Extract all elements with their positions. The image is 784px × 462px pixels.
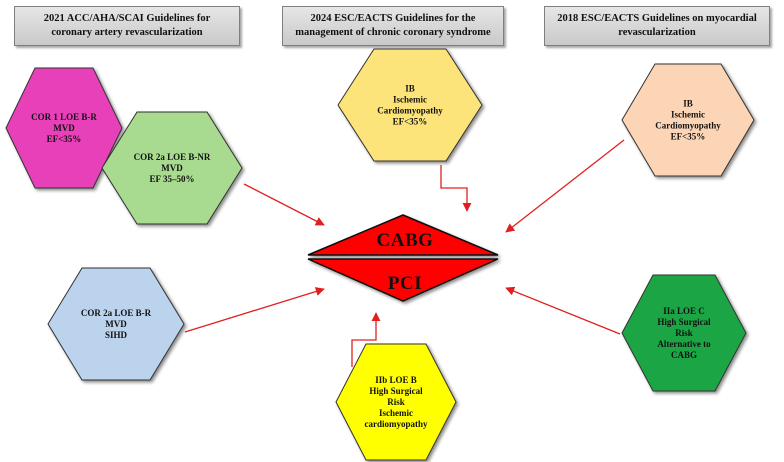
hexagon-text-line: MVD — [53, 123, 75, 133]
arrow-esc2018-iia-to-center — [505, 286, 621, 335]
header-line: coronary artery revascularization — [51, 27, 203, 38]
arrow-esc2018-ib-to-center — [505, 139, 625, 233]
arrow-cor2a-bnr-to-center — [243, 183, 325, 226]
hexagon-text-line: High Surgical — [369, 386, 423, 396]
hexagon-text-line: COR 2a LOE B-NR — [134, 152, 211, 162]
hexagon-shape — [337, 48, 483, 162]
connector-arrows — [184, 139, 625, 367]
hexagon-text-line: Risk — [675, 328, 693, 338]
hexagon-text-line: EF<35% — [393, 117, 428, 127]
header-esc-eacts-2024: 2024 ESC/EACTS Guidelines for the managem… — [282, 6, 504, 46]
hexagon-text-line: SIHD — [105, 330, 128, 340]
hexagon-text-line: IB — [683, 99, 693, 109]
hexagon-text-line: EF 35–50% — [150, 174, 195, 184]
hexagon-text-line: IIa LOE C — [663, 306, 705, 316]
hexagon-cor2a-loe-bnr — [101, 111, 243, 225]
hexagon-text-line: cardiomyopathy — [365, 419, 429, 429]
hexagon-shape — [47, 267, 185, 381]
hexagon-text-line: COR 1 LOE B-R — [31, 112, 97, 122]
hexagon-shape — [101, 111, 243, 225]
arrow-cor2a-br-to-center — [184, 287, 325, 333]
hexagon-text-line: Cardiomyopathy — [655, 121, 721, 131]
header-line: 2024 ESC/EACTS Guidelines for the — [310, 12, 476, 24]
arrow-esc2024-ib-to-center — [440, 165, 472, 212]
hexagon-text-line: IB — [405, 84, 415, 94]
hexagon-text-line: CABG — [671, 350, 697, 360]
hexagon-text-line: Cardiomyopathy — [377, 106, 443, 116]
hexagon-esc2018-ib — [621, 63, 755, 177]
cabg-triangle — [307, 214, 499, 256]
hexagon-shape — [5, 67, 123, 189]
hexagon-esc2024-iib — [335, 343, 457, 461]
hexagon-text-line: Ischemic — [379, 408, 413, 418]
hexagon-text-line: IIb LOE B — [375, 375, 417, 385]
hexagon-esc2018-iia — [621, 274, 747, 392]
header-line: revascularization — [618, 27, 696, 38]
pci-triangle — [307, 258, 499, 302]
hexagon-text-line: High Surgical — [657, 317, 711, 327]
header-line: 2018 ESC/EACTS Guidelines on myocardial — [557, 12, 757, 24]
hexagon-text-line: EF<35% — [47, 134, 82, 144]
hexagon-shape — [335, 343, 457, 461]
hexagon-cor1-loe-br — [5, 67, 123, 189]
hexagon-text-line: MVD — [161, 163, 183, 173]
hexagon-text-line: Ischemic — [393, 95, 427, 105]
hexagon-text-line: MVD — [105, 319, 127, 329]
hexagon-text-line: Risk — [387, 397, 405, 407]
hexagon-text-line: COR 2a LOE B-R — [81, 308, 152, 318]
hexagon-text-line: Alternative to — [657, 339, 711, 349]
header-esc-eacts-2018: 2018 ESC/EACTS Guidelines on myocardial r… — [544, 6, 770, 46]
pci-label: PCI — [388, 273, 422, 294]
header-line: management of chronic coronary syndrome — [295, 27, 491, 38]
hexagon-shape — [621, 274, 747, 392]
hexagon-cor2a-loe-br — [47, 267, 185, 381]
cabg-label: CABG — [377, 230, 434, 251]
header-acc-aha-scai-2021: 2021 ACC/AHA/SCAI Guidelines for coronary… — [14, 6, 240, 46]
hexagon-text-line: EF<35% — [671, 132, 706, 142]
header-line: 2021 ACC/AHA/SCAI Guidelines for — [43, 12, 211, 24]
hexagon-shape — [621, 63, 755, 177]
treatment-comparison — [307, 214, 499, 302]
hexagon-esc2024-ib — [337, 48, 483, 162]
hexagon-text-line: Ischemic — [671, 110, 705, 120]
arrow-esc2024-iib-to-center — [351, 312, 381, 367]
